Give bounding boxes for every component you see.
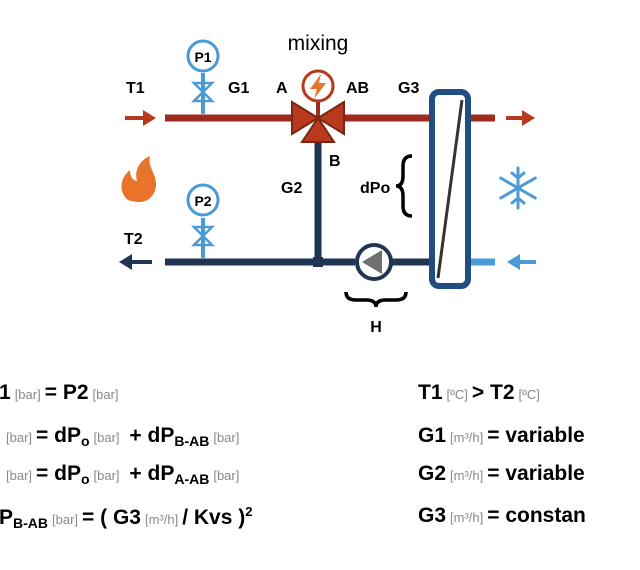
dpo-brace-icon	[395, 154, 413, 218]
eq-term: G1	[418, 424, 447, 447]
arrow-in-t1-icon	[125, 110, 156, 126]
valve-actuator-lightning-icon	[301, 69, 335, 103]
eq-superscript: 2	[245, 504, 253, 519]
arrow-in-secondary-icon	[507, 254, 536, 270]
equation-left-3: [bar]= dPo[bar] + dPA-AB[bar]	[2, 463, 243, 486]
eq-operator: =	[36, 462, 49, 485]
label-p2: P2	[194, 193, 211, 209]
tee-junction	[313, 257, 323, 267]
eq-term: dP	[54, 424, 81, 447]
eq-unit: [m³/h]	[450, 430, 484, 445]
eq-operator: =	[44, 381, 57, 404]
equation-right-1: T1[ºC]> T2[ºC]	[418, 382, 544, 403]
eq-term: dP	[54, 462, 81, 485]
eq-unit: [m³/h]	[450, 468, 484, 483]
eq-unit: [bar]	[93, 468, 120, 483]
eq-term: 1	[0, 381, 11, 404]
eq-unit: [bar]	[213, 430, 240, 445]
flame-icon	[121, 156, 156, 202]
eq-operator: +	[129, 462, 142, 485]
equation-left-1: 1[bar]= P2[bar]	[0, 382, 123, 403]
diagram-title: mixing	[288, 32, 349, 55]
hydraulic-diagram: mixing T1 G1 A AB G3 B G2 dPo T2 H P1 P2	[119, 32, 537, 336]
circulation-pump-icon	[355, 243, 393, 281]
label-b: B	[329, 153, 341, 170]
eq-subscript: o	[80, 433, 90, 449]
eq-subscript: B-AB	[174, 433, 210, 449]
eq-operator: > T2	[471, 381, 515, 404]
label-dpo: dPo	[360, 180, 390, 197]
label-t2: T2	[124, 231, 143, 248]
label-g1: G1	[228, 80, 249, 97]
h-brace-icon	[344, 291, 408, 308]
equation-right-4: G3[m³/h]= constan	[418, 505, 586, 526]
eq-value: = variable	[487, 424, 585, 447]
equation-right-2: G1[m³/h]= variable	[418, 425, 585, 446]
label-g3: G3	[398, 80, 419, 97]
eq-term: T1	[418, 381, 443, 404]
eq-term: dP	[147, 424, 175, 447]
label-g2: G2	[281, 180, 302, 197]
eq-unit: [bar]	[6, 430, 33, 445]
label-ab: AB	[346, 80, 369, 97]
arrow-out-secondary-icon	[506, 110, 535, 126]
equation-left-4: PB-AB[bar]= ( G3[m³/h]/ Kvs )2	[0, 505, 252, 530]
eq-unit: [ºC]	[518, 387, 540, 402]
eq-value: = constan	[487, 504, 586, 527]
label-h: H	[370, 319, 382, 336]
equation-right-3: G2[m³/h]= variable	[418, 463, 585, 484]
eq-subscript: o	[80, 471, 90, 487]
three-way-mixing-valve-icon	[291, 100, 345, 143]
eq-term: G3	[418, 504, 447, 527]
label-t1: T1	[126, 80, 145, 97]
arrow-out-t2-icon	[119, 254, 152, 270]
label-a: A	[276, 80, 288, 97]
pressure-gauge-p2-icon	[186, 183, 220, 258]
eq-term: / Kvs )	[182, 506, 246, 529]
eq-subscript: A-AB	[174, 471, 210, 487]
label-p1: P1	[194, 49, 211, 65]
eq-term: G2	[418, 462, 447, 485]
ball-valve-p2-icon	[190, 225, 216, 247]
eq-term: P2	[62, 381, 89, 404]
eq-operator: = ( G3	[82, 506, 141, 529]
eq-unit: [bar]	[14, 387, 41, 402]
ball-valve-p1-icon	[190, 81, 216, 103]
eq-term: P	[0, 506, 14, 529]
pressure-gauge-p1-icon	[186, 39, 220, 114]
eq-operator: =	[36, 424, 49, 447]
eq-operator: +	[129, 424, 142, 447]
equation-left-2: [bar]= dPo[bar] + dPB-AB[bar]	[2, 425, 243, 448]
eq-unit: [bar]	[93, 430, 120, 445]
eq-value: = variable	[487, 462, 585, 485]
eq-unit: [bar]	[213, 468, 240, 483]
eq-term: dP	[147, 462, 175, 485]
heat-exchanger-icon	[429, 89, 471, 289]
snowflake-icon	[499, 166, 537, 210]
eq-subscript: B-AB	[13, 515, 49, 531]
eq-unit: [ºC]	[446, 387, 468, 402]
eq-unit: [m³/h]	[450, 510, 484, 525]
eq-unit: [bar]	[52, 512, 79, 527]
eq-unit: [bar]	[92, 387, 119, 402]
eq-unit: [bar]	[6, 468, 33, 483]
eq-unit: [m³/h]	[144, 512, 179, 527]
